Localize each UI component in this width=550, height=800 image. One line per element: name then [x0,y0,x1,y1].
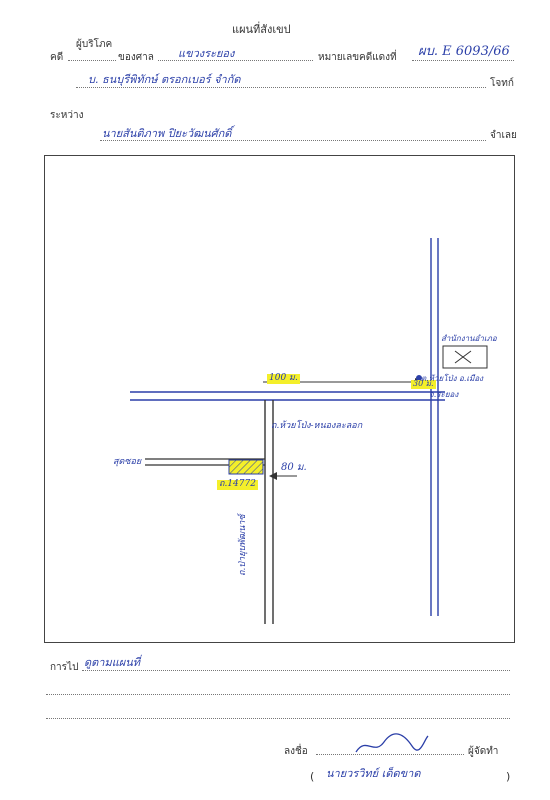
junction-point-icon [416,375,422,381]
defendant-role: จำเลย [490,130,517,141]
landmark-area-line1: ต.ห้วยโป่ง อ.เมือง [421,374,484,383]
signer-paren-open: ( [310,770,315,783]
plaintiff-value: บ. ธนบุรีพิทักษ์ ตรอกเบอร์ จำกัด [88,73,241,86]
case-dotted-line [68,60,116,61]
landmark-box-label: สำนักงานอำเภอ [441,334,497,343]
distance-label-100m: 100 ม. [267,373,300,384]
plaintiff-dotted-line [76,87,486,88]
court-label: ของศาล [118,52,154,63]
case-number-label: หมายเลขคดีแดงที่ [318,52,397,63]
road-name-bottom: ถ.ป่ายุบพัฒนาซ์ [238,514,248,576]
plaintiff-role: โจทก์ [490,78,514,89]
plaintiff-label: ผู้บริโภค [76,39,113,50]
between-label: ระหว่าง [50,110,84,121]
signer-name: นายวรวิทย์ เด็ดขาด [326,767,421,780]
house-number-label: ถ.14772 [217,479,258,490]
directions-label: การไป [50,662,79,673]
side-road-end-label: สุดซอย [113,457,142,467]
house-marker-hatch [229,460,263,474]
defendant-value: นายสันติภาพ ปิยะวัฒนศักดิ์ [102,127,232,140]
arrow-head-left-icon [269,472,277,480]
case-label: คดี [50,52,64,63]
court-dotted-line [158,60,313,61]
directions-value: ดูตามแผนที่ [84,656,141,669]
directions-dotted-line-3 [46,718,510,719]
directions-dotted-line-2 [46,694,510,695]
directions-dotted-line-1 [82,670,510,671]
court-value: แขวงระยอง [178,47,235,60]
signature-label: ลงชื่อ [284,746,308,757]
landmark-box [442,345,488,369]
landmark-area-line2: จ.ระยอง [429,390,459,399]
case-number-value: ผบ. E 6093/66 [418,44,510,59]
signature-role: ผู้จัดทำ [468,746,499,757]
road-name-vertical: ถ.ห้วยโป่ง-หนองละลอก [271,421,363,431]
document-title: แผนที่สังเขป [232,23,291,36]
signature-dotted-line [316,754,464,755]
distance-label-80m: 80 ม. [281,462,307,473]
signer-paren-close: ) [506,770,511,783]
distance-label-30m: 30 ม. [411,379,436,389]
signature-scribble [355,733,429,753]
map-frame: 100 ม. 30 ม. 80 ม. ถ.14772 ถ.ห้วยโป่ง-หน… [44,155,515,643]
landmark-cross-icon-b [454,350,472,364]
case-number-dotted-line [412,60,514,61]
defendant-dotted-line [100,140,486,141]
